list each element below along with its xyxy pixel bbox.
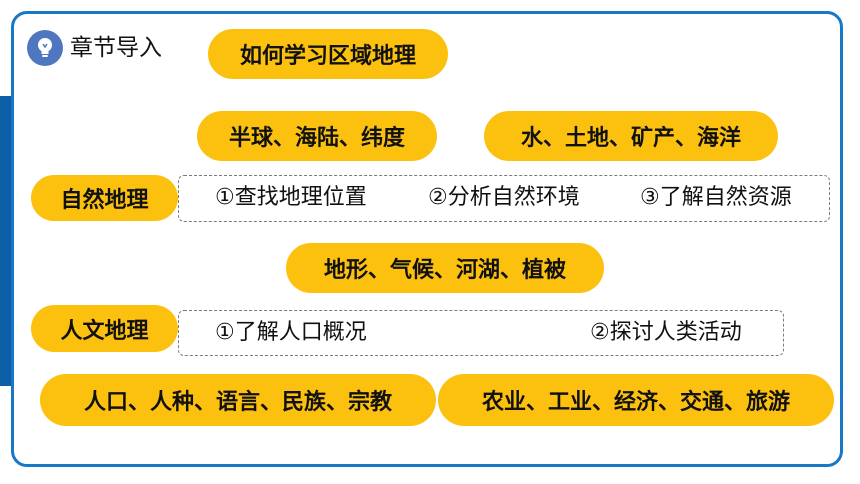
section-title: 章节导入	[70, 35, 162, 61]
main-topic-tag: 如何学习区域地理	[208, 29, 448, 79]
human-bottom-tag-1: 人口、人种、语言、民族、宗教	[40, 374, 436, 426]
natural-step-3: ③了解自然资源	[640, 185, 792, 210]
left-accent-bar	[0, 96, 11, 386]
natural-steps-box	[178, 175, 830, 222]
natural-bottom-tag: 地形、气候、河湖、植被	[286, 243, 604, 293]
human-bottom-tag-2: 农业、工业、经济、交通、旅游	[438, 374, 834, 426]
natural-step-1: ①查找地理位置	[215, 185, 367, 210]
human-steps-box	[178, 310, 784, 356]
human-step-1: ①了解人口概况	[215, 320, 367, 345]
natural-top-tag-1: 半球、海陆、纬度	[197, 111, 437, 161]
lightbulb-icon	[27, 30, 63, 66]
natural-step-2: ②分析自然环境	[428, 185, 580, 210]
natural-top-tag-2: 水、土地、矿产、海洋	[484, 111, 778, 161]
human-geography-label: 人文地理	[31, 305, 178, 352]
natural-geography-label: 自然地理	[31, 175, 178, 221]
human-step-2: ②探讨人类活动	[590, 320, 742, 345]
